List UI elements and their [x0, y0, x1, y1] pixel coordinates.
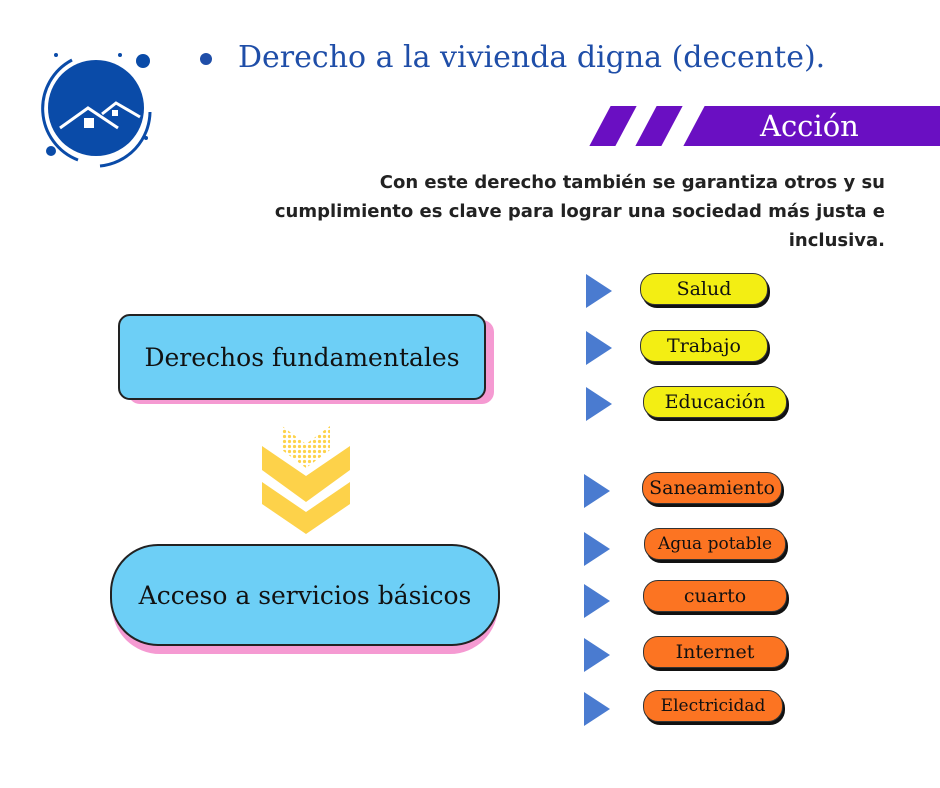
decor-slash — [635, 106, 683, 146]
right-salud: Salud — [640, 273, 768, 305]
right-educacion: Educación — [643, 386, 787, 418]
arrow-right-icon — [584, 474, 610, 508]
service-electricidad: Electricidad — [643, 690, 783, 722]
arrow-right-icon — [586, 274, 612, 308]
service-cuarto: cuarto — [643, 580, 787, 612]
fundamental-rights-box: Derechos fundamentales — [118, 314, 486, 400]
basic-services-box: Acceso a servicios básicos — [110, 544, 500, 646]
service-saneamiento: Saneamiento — [642, 472, 782, 504]
arrow-right-icon — [584, 532, 610, 566]
service-internet: Internet — [643, 636, 787, 668]
right-trabajo: Trabajo — [640, 330, 768, 362]
decor-slash — [589, 106, 637, 146]
bullet-icon — [200, 53, 212, 65]
action-label: Acción — [760, 109, 859, 143]
house-logo-icon — [41, 53, 152, 168]
down-chevrons-icon — [262, 426, 350, 534]
arrow-right-icon — [586, 331, 612, 365]
arrow-right-icon — [584, 584, 610, 618]
service-agua-potable: Agua potable — [644, 528, 786, 560]
arrow-right-icon — [584, 692, 610, 726]
page-title: Derecho a la vivienda digna (decente). — [200, 40, 825, 75]
description: Con este derecho también se garantiza ot… — [274, 172, 885, 251]
arrow-right-icon — [584, 638, 610, 672]
arrow-right-icon — [586, 387, 612, 421]
